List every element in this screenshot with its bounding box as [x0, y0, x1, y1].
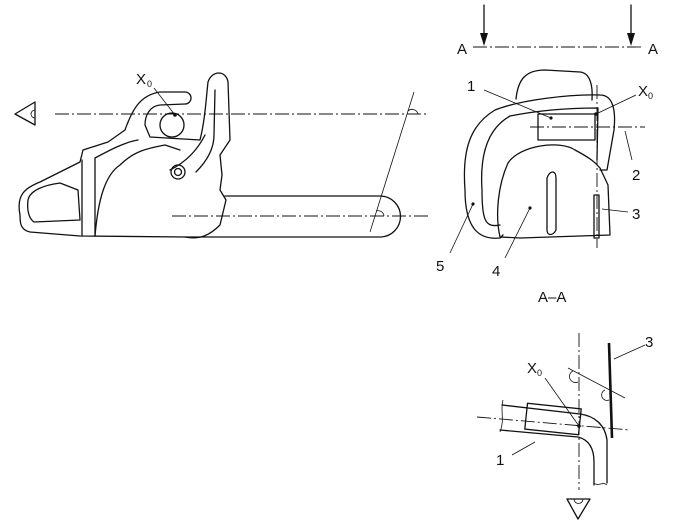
section-caption: A–A — [538, 289, 566, 306]
rear-handle-opening — [27, 182, 81, 223]
part-1-detail — [524, 402, 582, 436]
x0-subscript: 0 — [147, 79, 152, 89]
section-label-left: A — [457, 41, 467, 58]
body-slot — [546, 171, 557, 236]
handle-tube — [499, 404, 608, 486]
leader-line — [153, 87, 176, 116]
angle-mark — [375, 210, 385, 217]
section-marker: A A — [457, 4, 658, 58]
arrow-down-icon — [627, 33, 635, 46]
eye-icon — [14, 101, 36, 126]
detail-view: 3 X 0 1 — [476, 333, 653, 520]
label-part-2: 2 — [632, 167, 640, 184]
leader-line — [595, 94, 637, 115]
side-view: X 0 — [14, 71, 430, 239]
label-part-5: 5 — [436, 258, 444, 275]
front-handle — [169, 89, 216, 173]
label-part-1: 1 — [496, 452, 504, 469]
angle-mark — [407, 108, 419, 115]
x0-point-handle — [159, 112, 185, 138]
angle-mark — [569, 370, 579, 383]
label-part-4: 4 — [492, 263, 500, 280]
section-label-right: A — [648, 41, 658, 58]
reference-line — [567, 367, 626, 399]
pivot-outer — [170, 164, 186, 180]
guide-bar — [184, 195, 402, 238]
x0-label: X — [136, 71, 146, 88]
leader-line — [504, 207, 531, 259]
eye-icon — [566, 498, 591, 520]
leader-line — [511, 441, 536, 456]
arrow-down-icon — [480, 33, 488, 46]
break-lines — [499, 399, 608, 486]
x0-subscript: 0 — [648, 91, 653, 101]
label-part-1: 1 — [467, 78, 475, 95]
section-view: 1 X 0 2 3 5 4 A–A — [436, 69, 653, 306]
leader-line — [601, 208, 629, 213]
label-part-3: 3 — [632, 206, 640, 223]
leader-line — [483, 89, 552, 119]
label-part-3: 3 — [645, 334, 653, 351]
body-detail-lines — [94, 144, 181, 237]
x0-subscript: 0 — [537, 368, 542, 378]
chainsaw-body — [18, 72, 231, 239]
x0-label: X — [638, 83, 648, 100]
body-section — [496, 144, 611, 239]
leader-line — [544, 377, 580, 427]
part-3-section — [593, 194, 600, 239]
x0-label: X — [527, 360, 537, 377]
top-cover-section — [515, 69, 593, 101]
reference-line — [369, 91, 415, 233]
body-detail-lines — [81, 139, 139, 237]
handle-centerline — [476, 416, 631, 431]
leader-line — [613, 344, 646, 360]
leader-line — [624, 130, 633, 161]
front-handle-section — [463, 94, 616, 239]
pivot-inner — [173, 167, 183, 177]
angle-mark — [601, 389, 610, 401]
leader-line — [449, 203, 474, 254]
handle-inner-edge — [509, 107, 599, 161]
